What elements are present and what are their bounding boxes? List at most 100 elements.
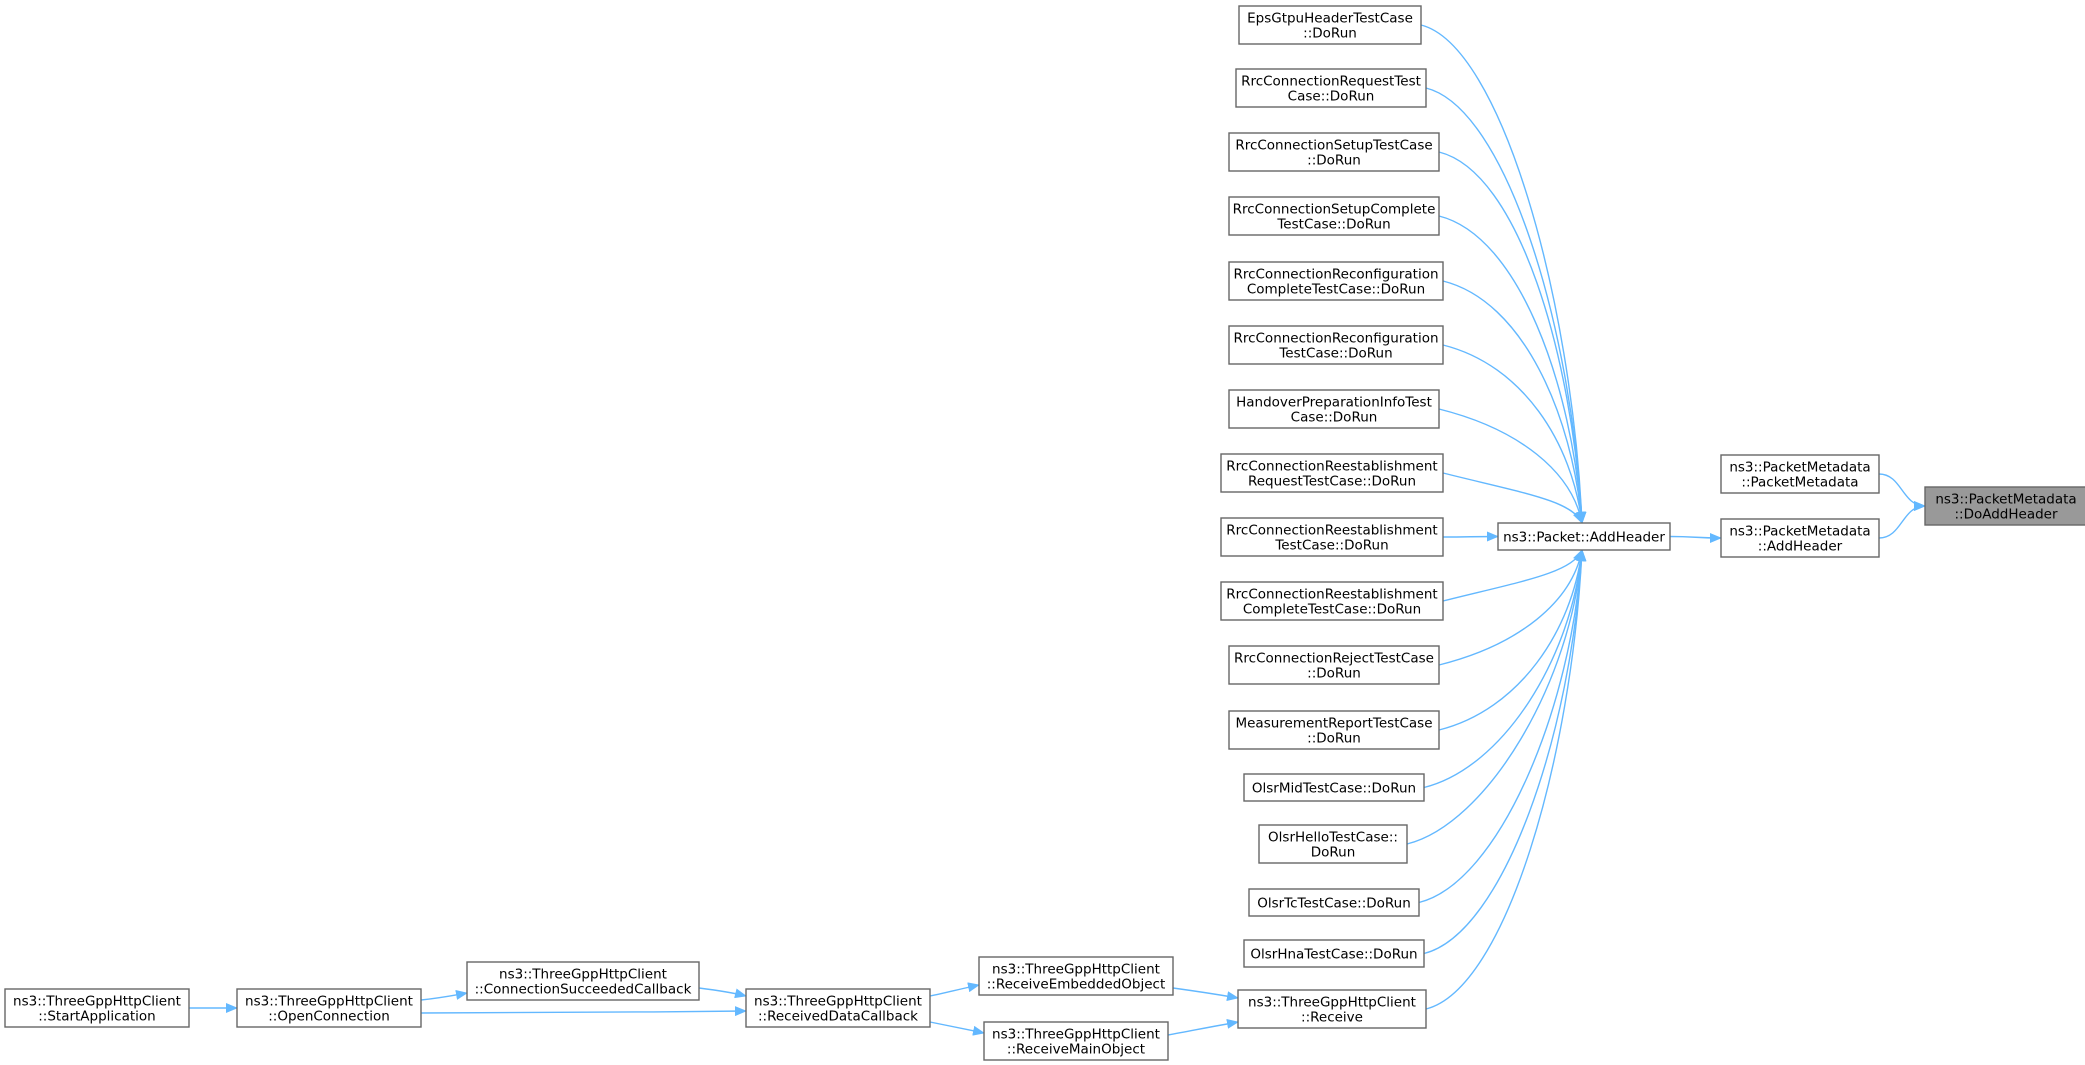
- node-label: RrcConnectionSetupComplete: [1233, 202, 1436, 218]
- node-label: Case::DoRun: [1291, 410, 1378, 426]
- node-box: [1220, 517, 1444, 557]
- edge-open-connection-to-recv-data-cb: [420, 1006, 747, 1017]
- node-box: [1228, 196, 1440, 236]
- node-box: [745, 988, 931, 1028]
- edge-rrc-reconf-complete-to-packet-addheader: [1442, 280, 1586, 524]
- node-box: [236, 988, 422, 1028]
- edge-epsgtpu-to-packet-addheader: [1420, 24, 1587, 524]
- node-rrc-setup-complete[interactable]: RrcConnectionSetupCompleteTestCase::DoRu…: [1228, 196, 1440, 236]
- node-rrc-reest-complete[interactable]: RrcConnectionReestablishmentCompleteTest…: [1220, 581, 1444, 621]
- node-label: ::DoRun: [1303, 26, 1357, 42]
- node-box: [4, 988, 190, 1028]
- node-doaddheader[interactable]: ns3::PacketMetadata::DoAddHeader: [1924, 486, 2085, 526]
- node-label: HandoverPreparationInfoTest: [1236, 395, 1432, 411]
- node-open-connection[interactable]: ns3::ThreeGppHttpClient::OpenConnection: [236, 988, 422, 1028]
- edge-rrc-reconf-to-packet-addheader: [1442, 344, 1586, 524]
- node-label: EpsGtpuHeaderTestCase: [1247, 11, 1413, 27]
- node-rrc-reject[interactable]: RrcConnectionRejectTestCase::DoRun: [1228, 645, 1440, 685]
- node-label: ns3::ThreeGppHttpClient: [13, 994, 181, 1010]
- node-label: OlsrTcTestCase::DoRun: [1257, 896, 1411, 912]
- node-olsr-mid[interactable]: OlsrMidTestCase::DoRun: [1243, 773, 1425, 802]
- node-label: ns3::Packet::AddHeader: [1503, 530, 1665, 546]
- node-packet-addheader[interactable]: ns3::Packet::AddHeader: [1497, 522, 1671, 551]
- node-label: RrcConnectionRequestTest: [1241, 74, 1421, 90]
- node-label: ns3::ThreeGppHttpClient: [754, 994, 922, 1010]
- node-rrc-reconf-complete[interactable]: RrcConnectionReconfigurationCompleteTest…: [1228, 261, 1444, 301]
- node-box: [1237, 989, 1427, 1029]
- node-label: ::ReceiveMainObject: [1007, 1042, 1145, 1058]
- edge-handover-to-packet-addheader: [1438, 408, 1585, 524]
- edge-recv-data-cb-to-recv-embedded: [929, 982, 980, 997]
- node-label: ns3::ThreeGppHttpClient: [499, 967, 667, 983]
- node-box: [1228, 710, 1440, 750]
- node-label: RrcConnectionReestablishment: [1226, 523, 1437, 539]
- node-box: [1248, 888, 1420, 917]
- node-conn-succeeded[interactable]: ns3::ThreeGppHttpClient::ConnectionSucce…: [466, 961, 700, 1001]
- node-label: RrcConnectionRejectTestCase: [1234, 651, 1434, 667]
- edge-rrc-setup-to-packet-addheader: [1438, 151, 1587, 524]
- node-rrc-reest[interactable]: RrcConnectionReestablishmentTestCase::Do…: [1220, 517, 1444, 557]
- edge-recv-embedded-to-receive: [1172, 987, 1239, 1002]
- edge-rrc-reest-complete-to-packet-addheader: [1442, 549, 1583, 602]
- node-olsr-hello[interactable]: OlsrHelloTestCase::DoRun: [1258, 824, 1408, 864]
- edge-conn-succeeded-to-recv-data-cb: [698, 987, 747, 999]
- node-box: [1235, 68, 1427, 108]
- node-label: ns3::ThreeGppHttpClient: [1248, 995, 1416, 1011]
- node-box: [1228, 325, 1444, 365]
- node-box: [466, 961, 700, 1001]
- node-label: ns3::ThreeGppHttpClient: [992, 962, 1160, 978]
- node-label: ::PacketMetadata: [1741, 475, 1858, 491]
- node-recv-embedded[interactable]: ns3::ThreeGppHttpClient::ReceiveEmbedded…: [978, 956, 1174, 996]
- edge-olsr-hello-to-packet-addheader: [1406, 549, 1587, 845]
- node-box: [1228, 389, 1440, 429]
- node-label: RrcConnectionSetupTestCase: [1235, 138, 1432, 154]
- edge-rrc-reest-to-packet-addheader: [1442, 531, 1499, 542]
- node-pm-pm[interactable]: ns3::PacketMetadata::PacketMetadata: [1720, 454, 1880, 494]
- node-box: [983, 1021, 1169, 1061]
- node-label: RrcConnectionReconfiguration: [1233, 267, 1438, 283]
- edge-rrc-setup-complete-to-packet-addheader: [1438, 215, 1587, 524]
- edges-layer: [189, 24, 1926, 1036]
- node-box: [1228, 132, 1440, 172]
- node-rrc-setup[interactable]: RrcConnectionSetupTestCase::DoRun: [1228, 132, 1440, 172]
- node-label: ::OpenConnection: [268, 1009, 390, 1025]
- node-receive[interactable]: ns3::ThreeGppHttpClient::Receive: [1237, 989, 1427, 1029]
- node-epsgtpu[interactable]: EpsGtpuHeaderTestCase::DoRun: [1238, 5, 1422, 45]
- node-label: ns3::ThreeGppHttpClient: [245, 994, 413, 1010]
- node-olsr-hna[interactable]: OlsrHnaTestCase::DoRun: [1243, 939, 1425, 968]
- node-label: ::Receive: [1301, 1010, 1363, 1026]
- node-recv-data-cb[interactable]: ns3::ThreeGppHttpClient::ReceivedDataCal…: [745, 988, 931, 1028]
- edge-olsr-mid-to-packet-addheader: [1423, 549, 1586, 789]
- node-box: [1243, 773, 1425, 802]
- edge-packet-addheader-to-pm-addheader: [1669, 532, 1722, 543]
- edge-pm-addheader-to-doaddheader: [1878, 501, 1926, 539]
- node-label: ::ReceiveEmbeddedObject: [987, 977, 1166, 993]
- nodes-layer: ns3::PacketMetadata::DoAddHeaderns3::Pac…: [4, 5, 2085, 1061]
- node-box: [1220, 453, 1444, 493]
- edge-olsr-hna-to-packet-addheader: [1423, 549, 1587, 955]
- node-box: [1497, 522, 1671, 551]
- node-box: [1720, 454, 1880, 494]
- node-rrc-reest-request[interactable]: RrcConnectionReestablishmentRequestTestC…: [1220, 453, 1444, 493]
- node-rrc-reconf[interactable]: RrcConnectionReconfigurationTestCase::Do…: [1228, 325, 1444, 365]
- node-olsr-tc[interactable]: OlsrTcTestCase::DoRun: [1248, 888, 1420, 917]
- node-label: Case::DoRun: [1288, 89, 1375, 105]
- node-measurement[interactable]: MeasurementReportTestCase::DoRun: [1228, 710, 1440, 750]
- node-label: CompleteTestCase::DoRun: [1243, 602, 1421, 618]
- node-label: RrcConnectionReestablishment: [1226, 587, 1437, 603]
- node-box: [978, 956, 1174, 996]
- node-recv-main[interactable]: ns3::ThreeGppHttpClient::ReceiveMainObje…: [983, 1021, 1169, 1061]
- node-label: MeasurementReportTestCase: [1235, 716, 1432, 732]
- node-label: TestCase::DoRun: [1276, 217, 1390, 233]
- node-label: ns3::PacketMetadata: [1935, 492, 2076, 508]
- node-label: OlsrHelloTestCase::: [1268, 830, 1398, 846]
- node-pm-addheader[interactable]: ns3::PacketMetadata::AddHeader: [1720, 518, 1880, 558]
- node-start-app[interactable]: ns3::ThreeGppHttpClient::StartApplicatio…: [4, 988, 190, 1028]
- edge-receive-to-packet-addheader: [1425, 549, 1587, 1010]
- node-box: [1220, 581, 1444, 621]
- node-box: [1238, 5, 1422, 45]
- node-label: RrcConnectionReestablishment: [1226, 459, 1437, 475]
